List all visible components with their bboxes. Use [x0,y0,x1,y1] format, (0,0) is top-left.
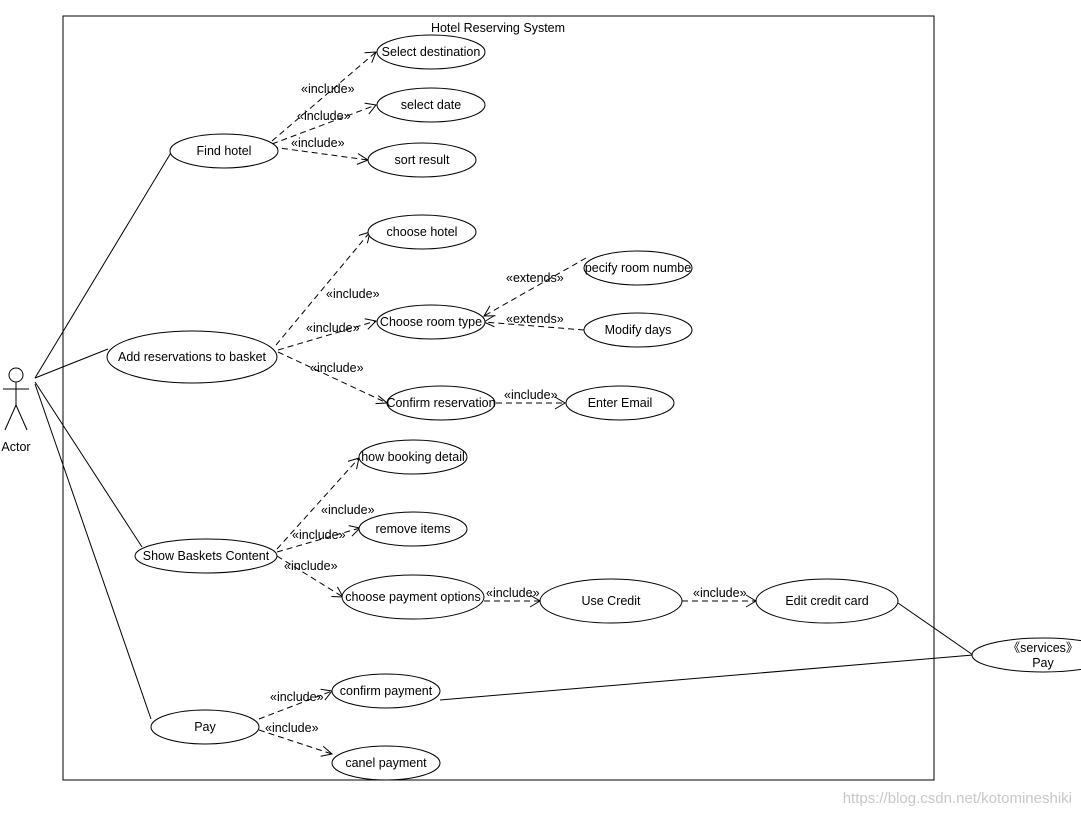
watermark: https://blog.csdn.net/kotomineshiki [843,790,1072,807]
use-case-services-pay[interactable]: 《services》 Pay [971,637,1081,673]
use-case-label: canel payment [345,756,427,770]
dep-add-choose-hotel [275,231,371,346]
use-case-remove-items[interactable]: remove items [358,511,468,547]
arrowhead [364,318,378,330]
use-case-label: Use Credit [581,594,641,608]
include-label: «include» [270,690,324,704]
use-case-label: sort result [395,153,450,167]
include-label: «include» [310,361,364,375]
arrowhead [320,746,334,757]
use-case-label: Choose room type [380,315,482,329]
include-label: «include» [291,136,345,150]
use-case-label: Confirm reservation [386,396,495,410]
use-case-label: choose payment options [345,590,481,604]
use-case-edit-credit-card[interactable]: Edit credit card [755,578,899,624]
include-label: «include» [292,528,346,542]
assoc-confirm-payment-service [439,654,974,701]
service-stereotype: 《services》 [1008,641,1079,655]
assoc-actor-pay [34,383,152,720]
dep-show-booking-detail [276,457,360,550]
include-label: «include» [693,586,747,600]
include-label: «include» [265,721,319,735]
arrowhead [348,525,361,537]
use-case-confirm-reservation[interactable]: Confirm reservation [386,385,496,421]
use-case-show-baskets[interactable]: Show Baskets Content [134,538,278,574]
use-case-label: remove items [375,522,450,536]
include-label: «include» [326,287,380,301]
dep-find-select-destination [271,51,377,142]
assoc-edit-credit-service [897,602,974,656]
arrowhead [364,51,377,63]
dep-find-select-date [271,104,377,145]
system-boundary [62,15,935,781]
include-label: «include» [301,82,355,96]
use-case-label: select date [401,98,462,112]
dep-show-remove-items [276,527,361,553]
arrowhead [375,395,389,405]
dep-pay-confirm-payment [258,690,333,720]
use-case-choose-hotel[interactable]: choose hotel [367,214,477,250]
extends-label: «extends» [506,271,564,285]
actor-head [8,367,24,383]
dep-specify-room-extends [483,257,587,317]
dep-add-choose-room [277,320,377,351]
include-label: «include» [504,388,558,402]
use-case-label: Select destination [382,45,481,59]
dep-pay-canel-payment [258,729,333,755]
use-case-label: Show Baskets Content [143,549,270,563]
use-case-select-destination[interactable]: Select destination [376,34,486,70]
use-case-sort-result[interactable]: sort result [367,142,477,178]
use-case-use-credit[interactable]: Use Credit [539,578,683,624]
extends-label: «extends» [506,312,564,326]
actor-figure[interactable] [3,367,29,431]
arrowhead [364,102,377,115]
assoc-actor-find-hotel [34,150,173,379]
include-label: «include» [284,559,338,573]
actor-left-leg [4,404,17,431]
include-label: «include» [321,503,375,517]
service-label: Pay [1032,656,1054,670]
use-case-label: Find hotel [197,144,252,158]
use-case-modify-days[interactable]: Modify days [583,312,693,348]
use-case-find-hotel[interactable]: Find hotel [169,133,279,169]
dep-find-sort-result [271,146,369,161]
use-case-label: Add reservations to basket [118,350,267,364]
actor-right-leg [15,404,28,431]
use-case-label: how booking detail [361,450,465,464]
use-case-label: Pay [194,720,216,734]
include-label: «include» [486,586,540,600]
dep-add-confirm-reservation [277,351,388,404]
use-case-label: choose hotel [387,225,458,239]
include-label: «include» [306,321,360,335]
use-case-select-date[interactable]: select date [376,87,486,123]
use-case-label: Enter Email [588,396,653,410]
use-case-label: Modify days [605,323,672,337]
assoc-actor-add-reservations [34,348,109,379]
actor-label: Actor [1,440,30,454]
use-case-choose-room-type[interactable]: Choose room type [376,304,486,340]
assoc-actor-show-baskets [34,381,143,548]
arrowhead [483,305,496,317]
dep-modify-days-extends [483,321,585,331]
use-case-show-booking-detail[interactable]: how booking detail [358,439,468,475]
dep-show-payment-options [276,555,344,598]
use-case-label: Edit credit card [785,594,868,608]
use-case-enter-email[interactable]: Enter Email [565,385,675,421]
use-case-add-reservations[interactable]: Add reservations to basket [106,330,278,384]
use-case-confirm-payment[interactable]: confirm payment [331,673,441,709]
include-label: «include» [297,109,351,123]
system-title: Hotel Reserving System [431,21,565,35]
use-case-label: confirm payment [340,684,433,698]
use-case-label: pecify room numbe [585,261,691,275]
use-case-specify-room-number[interactable]: pecify room numbe [583,250,693,286]
arrowhead [482,315,495,328]
use-case-canel-payment[interactable]: canel payment [331,745,441,781]
use-case-pay[interactable]: Pay [150,709,260,745]
use-case-choose-payment-options[interactable]: choose payment options [341,574,485,620]
arrowhead [554,396,566,410]
